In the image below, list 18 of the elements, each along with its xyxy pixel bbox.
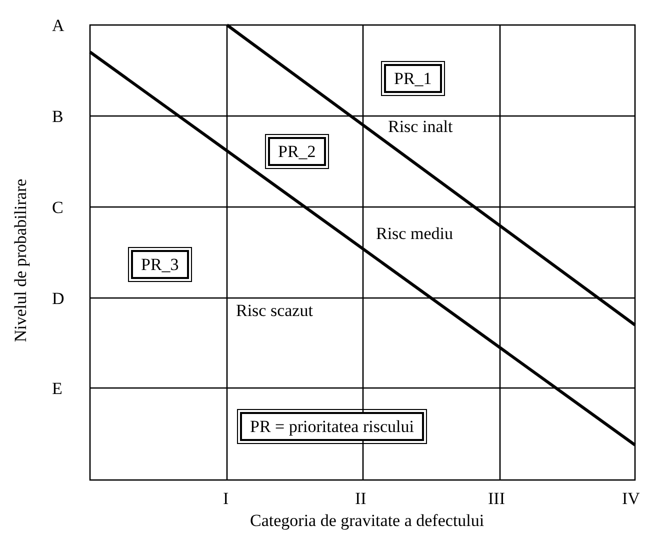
axis-title: Categoria de gravitate a defectului (250, 512, 484, 529)
boxed-label: PR = prioritatea riscului (240, 412, 424, 441)
region-label: Risc inalt (388, 118, 453, 135)
region-label: Risc mediu (376, 225, 453, 242)
axis-tick-label: I (223, 490, 229, 507)
axis-tick-label: B (52, 108, 64, 125)
axis-tick-label: E (52, 380, 62, 397)
axis-tick-label: IV (622, 490, 640, 507)
axis-tick-label: II (355, 490, 366, 507)
boxed-label: PR_2 (268, 137, 326, 166)
axis-tick-label: D (52, 290, 64, 307)
axis-tick-label: A (52, 17, 64, 34)
axis-title: Nivelul de probabilirare (12, 178, 29, 342)
region-label: Risc scazut (236, 302, 313, 319)
axis-tick-label: C (52, 199, 64, 216)
axis-tick-label: III (488, 490, 505, 507)
boxed-label: PR_3 (131, 250, 189, 279)
boxed-label: PR_1 (384, 64, 442, 93)
